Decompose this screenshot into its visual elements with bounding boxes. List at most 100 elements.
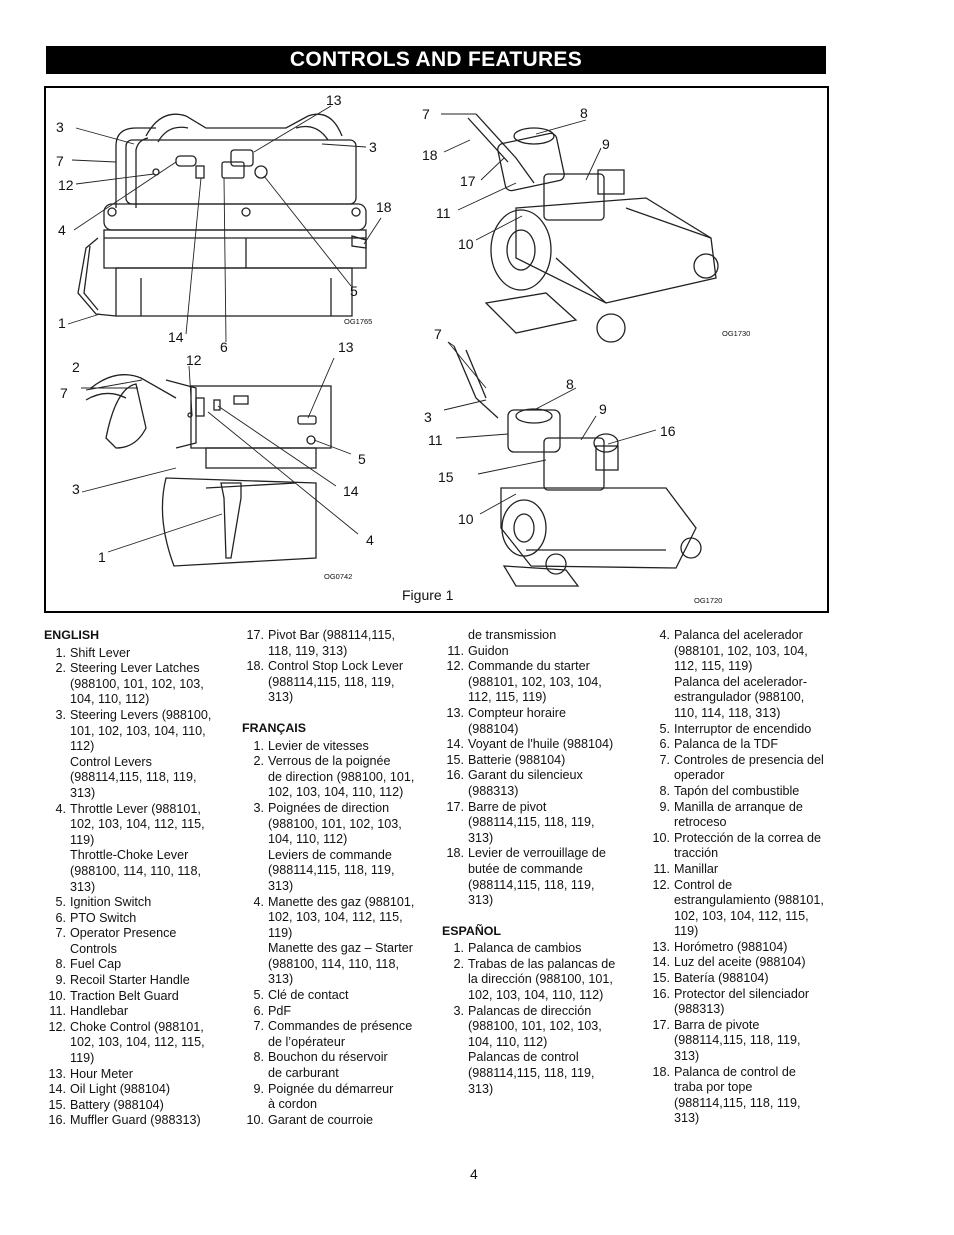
list-item-text: Handlebar <box>70 1004 129 1019</box>
list-item-continuation: (988114,115, 118, 119, <box>468 815 595 830</box>
list-item-continuation: (988114,115, 118, 119, <box>674 1033 801 1048</box>
list-item-text: Protector del silenciador <box>674 986 810 1001</box>
callout-labels: 3 7 12 4 1 13 3 18 5 14 6 7 8 9 18 17 11… <box>56 92 676 565</box>
callout-tl-7: 7 <box>56 153 64 169</box>
language-heading: FRANÇAIS <box>242 720 307 735</box>
callout-tl-6: 6 <box>220 339 228 355</box>
list-item-text: Poignée du démarreur <box>268 1081 394 1096</box>
callout-bl-12: 12 <box>186 352 202 368</box>
list-item-text: Manillar <box>674 861 719 876</box>
list-item: 12.Choke Control (988101, <box>44 1020 234 1036</box>
list-item: 7.Operator Presence <box>44 926 234 942</box>
callout-br-10: 10 <box>458 511 474 527</box>
list-item-number: 12. <box>652 877 670 892</box>
list-item: 1.Palanca de cambios <box>442 941 637 957</box>
list-item-text: Hour Meter <box>70 1066 133 1081</box>
list-item-continuation: 102, 103, 104, 110, 112) <box>468 988 604 1003</box>
list-item-number: 14. <box>446 737 464 752</box>
list-item-continuation: (988313) <box>674 1002 725 1017</box>
list-item-continuation: (988313) <box>468 783 519 798</box>
list-item-number: 10. <box>246 1112 264 1127</box>
list-item-text: Throttle Lever (988101, <box>70 801 201 816</box>
list-item-text: Poignées de direction <box>268 800 390 815</box>
illustration-mower-side <box>467 113 719 343</box>
list-item-number: 11. <box>49 1004 66 1019</box>
list-item-text: Batería (988104) <box>674 971 769 986</box>
list-item: 5.Clé de contact <box>242 988 437 1004</box>
list-item-text: Steering Lever Latches <box>70 661 200 676</box>
callout-bl-5: 5 <box>358 451 366 467</box>
list-item-number: 16. <box>48 1113 66 1128</box>
list-item-continuation: 112) <box>70 739 95 754</box>
list-item: 8.Fuel Cap <box>44 957 234 973</box>
list-item-text: Commandes de présence <box>268 1019 413 1034</box>
list-item: 16.Garant du silencieux <box>442 768 637 784</box>
list-item-text: Levier de vitesses <box>268 738 369 753</box>
list-item-number: 6. <box>253 1003 264 1018</box>
callout-bl-4: 4 <box>366 532 374 548</box>
list-item: 4. Throttle Lever (988101, <box>44 802 234 818</box>
language-heading: ENGLISH <box>44 628 100 642</box>
list-item-number: 1. <box>55 645 66 660</box>
list-item-continuation: (988100, 114, 110, 118, <box>70 863 201 878</box>
list-item: 15. Batería (988104) <box>648 971 833 987</box>
list-item: 14.Oil Light (988104) <box>44 1082 234 1098</box>
list-item: 3. Palancas de dirección <box>442 1004 637 1020</box>
list-item-text: Horómetro (988104) <box>674 939 788 954</box>
list-item-number: 7. <box>253 1019 264 1034</box>
list-item-number: 3. <box>253 800 264 815</box>
drawing-code-bottom-left: OG0742 <box>324 572 352 581</box>
list-item-number: 12. <box>48 1019 66 1034</box>
list-item-text: Garant du silencieux <box>468 768 583 783</box>
list-item-number: 9. <box>659 799 670 814</box>
list-item-continuation: (988104) <box>468 721 519 736</box>
callout-tl-13: 13 <box>326 92 342 108</box>
list-item-continuation: 119) <box>70 832 95 847</box>
list-item-number: 1. <box>253 738 264 753</box>
list-item-text: Manette des gaz (988101, <box>268 894 415 909</box>
list-item-text: Control de <box>674 877 733 892</box>
list-item-text: Compteur horaire <box>468 705 566 720</box>
callout-br-16: 16 <box>660 423 676 439</box>
list-item-number: 3. <box>453 1003 464 1018</box>
list-item-number: 11. <box>653 861 670 876</box>
list-item-continuation: (988101, 102, 103, 104, <box>674 643 808 658</box>
list-item: 5.Interruptor de encendido <box>648 722 833 738</box>
callout-br-11: 11 <box>428 432 443 448</box>
list-item-continuation: (988114,115, 118, 119, <box>70 770 197 785</box>
list-item: 12.Commande du starter <box>442 659 637 675</box>
list-item-continuation: 118, 119, 313) <box>268 643 348 658</box>
list-item-text: Luz del aceite (988104) <box>674 955 806 970</box>
list-item: 16.Muffler Guard (988313) <box>44 1113 234 1129</box>
list-item: 2.Trabas de las palancas de <box>442 957 637 973</box>
illustration-handlebar-console <box>77 113 367 317</box>
list-item-continuation: 313) <box>468 1081 494 1096</box>
list-item-continuation: estrangulamiento (988101, <box>674 893 824 908</box>
drawing-code-top-left: OG1765 <box>344 317 372 326</box>
callout-tl-18: 18 <box>376 199 392 215</box>
list-item-continuation: tracción <box>674 846 719 861</box>
list-item-text: Commande du starter <box>468 659 590 674</box>
list-item-number: 17. <box>446 799 464 814</box>
callout-bl-2: 2 <box>72 359 80 375</box>
list-item-continuation: 101, 102, 103, 104, 110, <box>70 723 206 738</box>
list-item-continuation: 119) <box>268 925 293 940</box>
list-item-text: Palancas de dirección <box>468 1003 592 1018</box>
list-item-number: 15. <box>48 1097 66 1112</box>
callout-tl-3a: 3 <box>56 119 64 135</box>
list-item-text: Palanca de la TDF <box>674 737 779 752</box>
list-item-continuation: (988114,115, 118, 119, <box>468 877 595 892</box>
list-item: 8.Bouchon du réservoir <box>242 1050 437 1066</box>
list-item-continuation: de direction (988100, 101, <box>268 769 415 784</box>
list-item-text: PdF <box>268 1003 292 1018</box>
callout-tl-1: 1 <box>58 315 66 331</box>
list-item-number: 4. <box>55 801 66 816</box>
list-item-text: Controles de presencia del <box>674 752 824 767</box>
list-item-number: 7. <box>659 752 670 767</box>
list-item: 17.Barra de pivote <box>648 1018 833 1034</box>
list-item-number: 2. <box>55 661 66 676</box>
list-item-text: Palanca del acelerador <box>674 628 803 642</box>
list-item-continuation: 313) <box>468 893 494 908</box>
list-item-number: 15. <box>652 971 670 986</box>
